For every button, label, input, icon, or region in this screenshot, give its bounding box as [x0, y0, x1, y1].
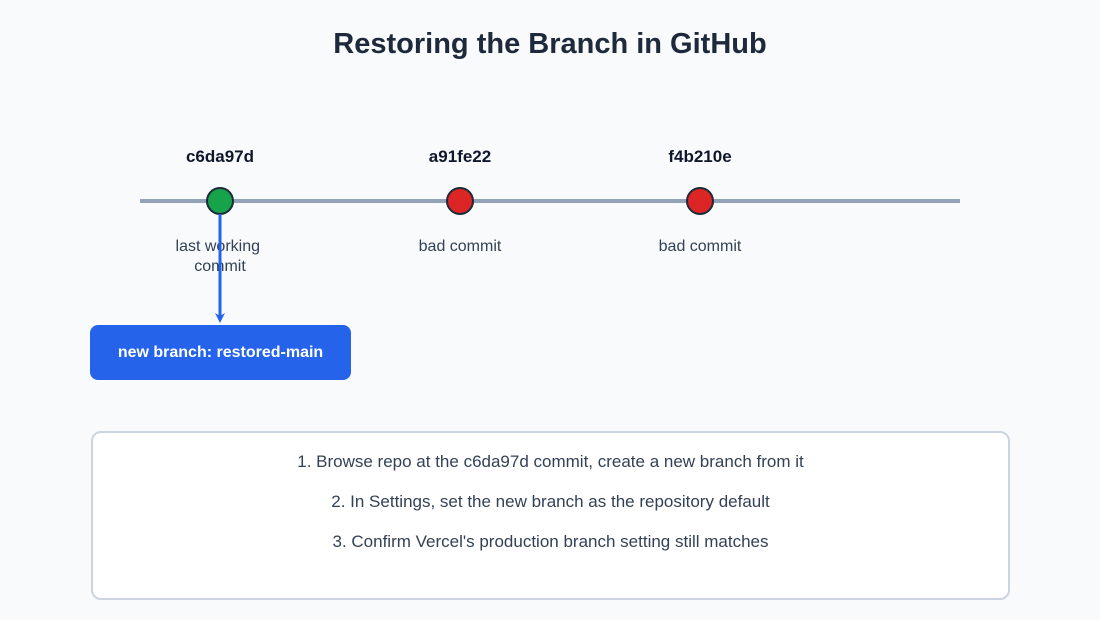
commit-note-line: last working [176, 238, 260, 255]
commit-note-label: bad commit [419, 238, 502, 255]
commit-node-bad[interactable] [446, 187, 474, 215]
new-branch-button-label: new branch: restored-main [117, 343, 324, 361]
commit-node-good[interactable] [206, 187, 234, 215]
commit-hash-label: c6da97d [186, 147, 254, 166]
commit-c6da97d[interactable]: c6da97d last working commit [176, 147, 265, 275]
commit-a91fe22[interactable]: a91fe22 bad commit [419, 147, 502, 255]
commit-hash-label: a91fe22 [429, 147, 491, 166]
step-item: 3. Confirm Vercel's production branch se… [332, 532, 769, 551]
steps-panel: 1. Browse repo at the c6da97d commit, cr… [91, 431, 1010, 600]
step-item: 2. In Settings, set the new branch as th… [331, 492, 770, 511]
page-title: Restoring the Branch in GitHub [333, 28, 767, 60]
commit-hash-label: f4b210e [668, 147, 731, 166]
commit-f4b210e[interactable]: f4b210e bad commit [659, 147, 742, 255]
commit-note-label: last working commit [176, 238, 265, 275]
commit-note-label: bad commit [659, 238, 742, 255]
step-item: 1. Browse repo at the c6da97d commit, cr… [297, 452, 804, 471]
commit-node-bad[interactable] [686, 187, 714, 215]
new-branch-button[interactable]: new branch: restored-main [90, 325, 351, 380]
